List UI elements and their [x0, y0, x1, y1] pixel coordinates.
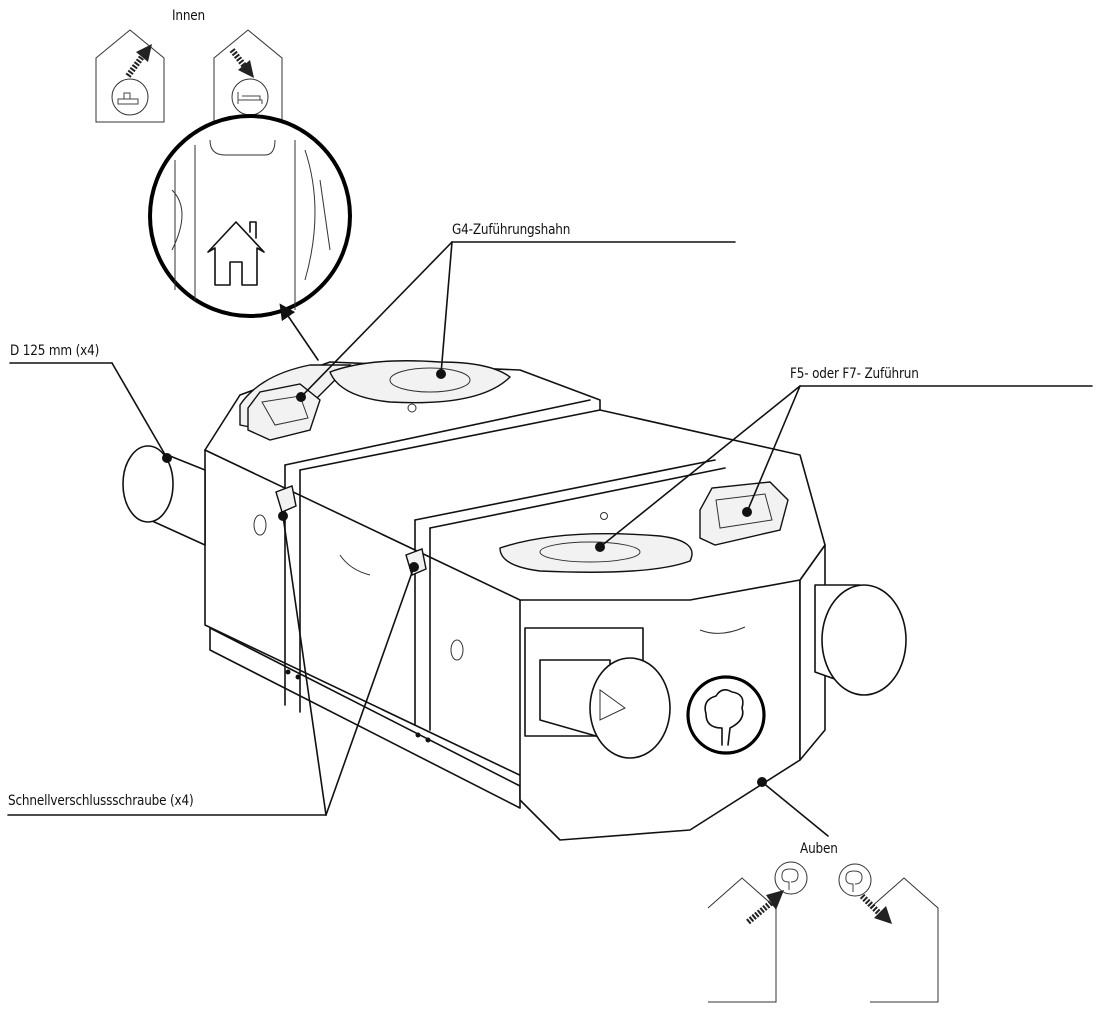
right-duct [814, 584, 907, 696]
leader-lines [7, 241, 1093, 837]
label-duct-diameter: D 125 mm (x4) [10, 343, 100, 359]
outdoor-port-tree-icon [686, 675, 766, 755]
ventilation-unit [204, 360, 826, 841]
indoor-extract-icon [95, 29, 165, 123]
label-innen: Innen [172, 8, 206, 24]
outdoor-intake-icon [707, 861, 808, 1003]
zoom-detail-circle [148, 114, 352, 318]
indoor-supply-icon [213, 29, 283, 123]
label-quick-release-screw: Schnellverschlussschraube (x4) [8, 793, 194, 809]
front-duct [524, 627, 671, 759]
label-f5-f7-filter: F5- oder F7- Zuführun [790, 366, 919, 382]
left-duct [122, 445, 206, 546]
outdoor-exhaust-icon [838, 863, 939, 1003]
label-auben: Auben [800, 841, 838, 857]
label-g4-filter: G4-Zuführungshahn [452, 222, 571, 238]
